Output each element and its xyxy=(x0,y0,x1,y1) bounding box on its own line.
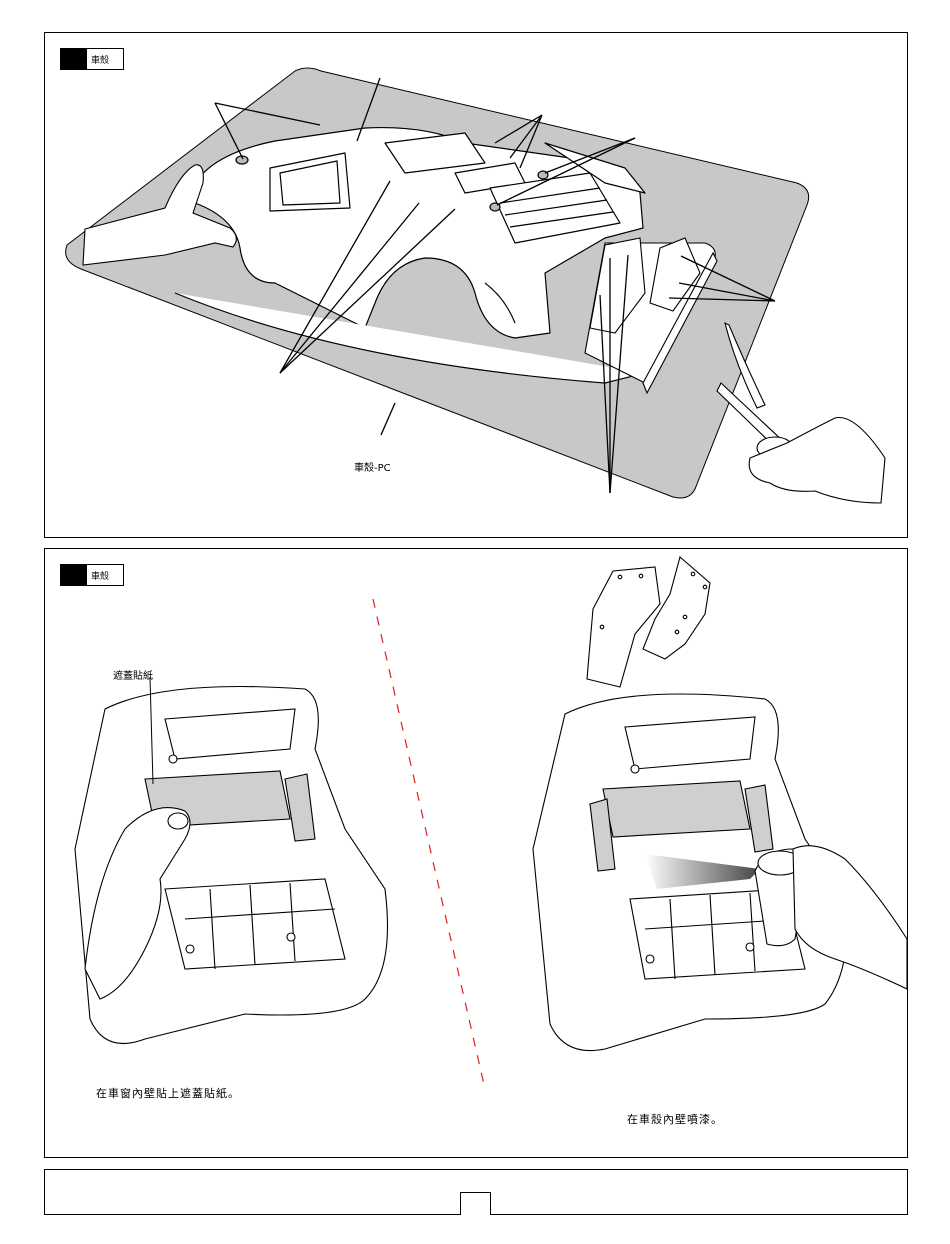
body-painting-illustration xyxy=(45,549,909,1159)
sticker-label: 遮蓋貼紙 xyxy=(113,667,153,682)
trimming-panel: 車殼 xyxy=(44,32,908,538)
side-pieces xyxy=(587,557,710,687)
page-number xyxy=(460,1192,491,1215)
right-caption: 在車殼內壁噴漆。 xyxy=(627,1111,723,1127)
body-trimming-illustration xyxy=(45,33,909,539)
material-label: 車殼-PC xyxy=(354,459,391,474)
left-caption: 在車窗內壁貼上遮蓋貼紙。 xyxy=(96,1085,240,1101)
divider-line xyxy=(373,599,485,1089)
painting-panel: 車殼 xyxy=(44,548,908,1158)
